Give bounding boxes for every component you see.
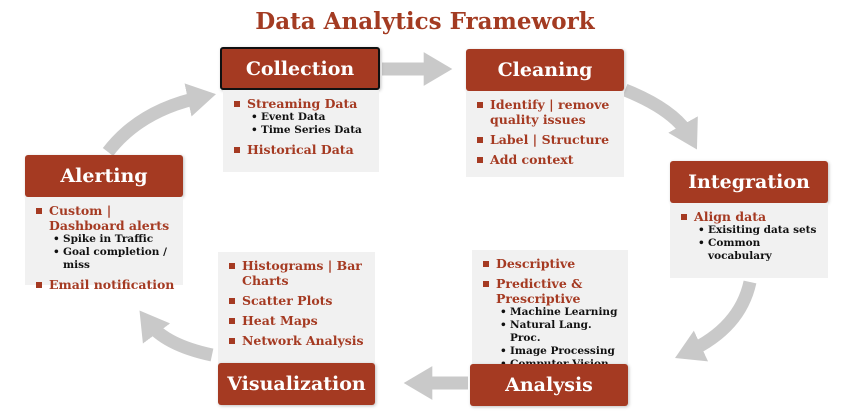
stage-visualization[interactable]: Visualization [218,363,375,405]
panel-alerting: Custom | Dashboard alerts Spike in Traff… [25,197,183,292]
stage-integration-label: Integration [688,171,810,193]
page-title: Data Analytics Framework [255,8,595,35]
list-item: Predictive & Prescriptive Machine Learni… [482,276,620,371]
list-subitem: Exisiting data sets [694,224,820,237]
list-subitem: Image Processing [496,345,620,358]
list-item: Scatter Plots [228,293,367,308]
list-subitem: Spike in Traffic [49,233,175,246]
stage-visualization-label: Visualization [227,373,366,395]
stage-collection[interactable]: Collection [220,47,380,90]
list-item: Add context [476,152,616,167]
arrow-visualization-to-alerting [139,310,214,362]
list-item: Identify | remove quality issues [476,97,616,127]
list-subitem: Natural Lang. Proc. [496,319,620,345]
list-item: Histograms | Bar Charts [228,258,367,288]
list-item: Descriptive [482,256,620,271]
list-item: Email notification [35,277,175,292]
list-item: Streaming Data Event Data Time Series Da… [233,96,371,137]
list-item: Network Analysis [228,333,367,348]
arrow-alerting-to-collection [102,83,216,157]
stage-alerting-label: Alerting [60,165,148,187]
stage-cleaning-label: Cleaning [497,59,593,81]
list-subitem: Event Data [247,111,371,124]
panel-cleaning: Identify | remove quality issues Label |… [466,91,624,177]
stage-collection-label: Collection [245,57,355,80]
stage-analysis-label: Analysis [505,374,593,396]
list-item: Label | Structure [476,132,616,147]
list-subitem: Goal completion / miss [49,246,175,272]
arrow-cleaning-to-integration [622,83,698,150]
panel-collection: Streaming Data Event Data Time Series Da… [223,90,379,172]
list-item: Historical Data [233,142,371,157]
list-subitem: Machine Learning [496,306,620,319]
stage-cleaning[interactable]: Cleaning [466,49,624,91]
list-item: Heat Maps [228,313,367,328]
stage-integration[interactable]: Integration [670,161,828,203]
arrow-integration-to-analysis [675,280,757,362]
list-subitem: Time Series Data [247,124,371,137]
stage-alerting[interactable]: Alerting [25,155,183,197]
stage-analysis[interactable]: Analysis [470,364,628,406]
panel-integration: Align data Exisiting data sets Common vo… [670,203,828,278]
list-item: Custom | Dashboard alerts Spike in Traff… [35,203,175,272]
list-item: Align data Exisiting data sets Common vo… [680,209,820,263]
panel-analysis: Descriptive Predictive & Prescriptive Ma… [472,250,628,371]
list-subitem: Common vocabulary [694,237,820,263]
panel-visualization: Histograms | Bar Charts Scatter Plots He… [218,252,375,364]
